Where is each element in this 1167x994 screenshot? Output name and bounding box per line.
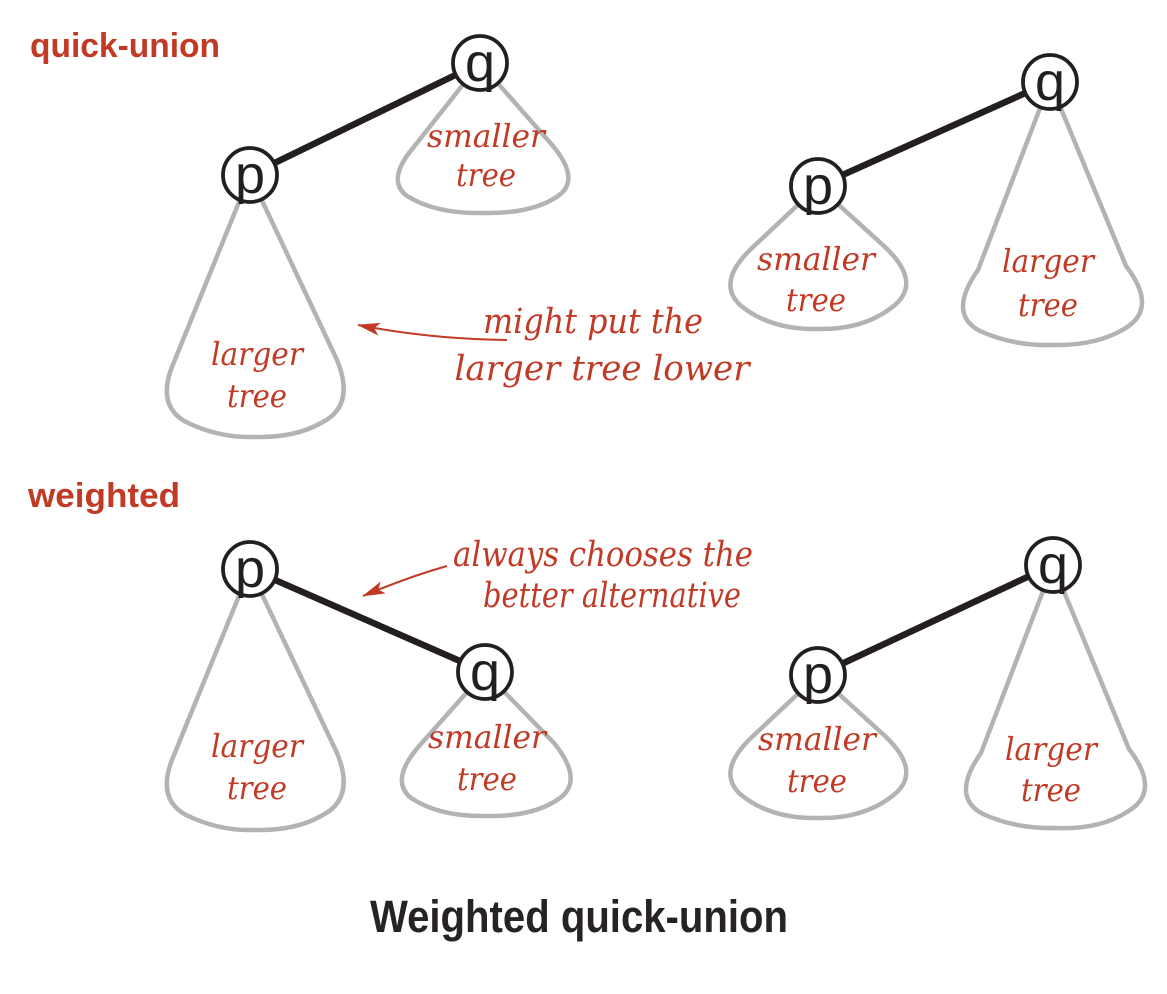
node-q-label: q bbox=[1035, 52, 1065, 112]
smaller-tree-label-line2: tree bbox=[457, 760, 517, 798]
node-q-label: q bbox=[1038, 535, 1068, 595]
weighted-result-left: p q larger tree smaller tree bbox=[164, 539, 573, 833]
node-q-label: q bbox=[465, 33, 495, 93]
quick-union-annotation-line2: larger tree lower bbox=[455, 349, 752, 389]
smaller-tree-label-line1: smaller bbox=[428, 718, 548, 756]
larger-tree-label-line2: tree bbox=[1018, 286, 1078, 324]
quick-union-annotation: might put the larger tree lower bbox=[357, 302, 752, 389]
smaller-tree-blob bbox=[395, 60, 571, 216]
edge-p-to-q bbox=[814, 561, 1057, 679]
smaller-tree-label-line2: tree bbox=[456, 156, 516, 194]
node-q-circle bbox=[451, 34, 509, 92]
larger-tree-blob bbox=[164, 566, 346, 833]
node-p-circle bbox=[221, 146, 279, 204]
node-p-circle bbox=[789, 157, 847, 215]
larger-tree-label-line1: larger bbox=[1002, 242, 1096, 280]
edge-p-to-q bbox=[814, 78, 1054, 190]
larger-tree-label-line1: larger bbox=[211, 727, 305, 765]
smaller-tree-label-line1: smaller bbox=[758, 720, 878, 758]
smaller-tree-blob bbox=[728, 183, 909, 332]
node-p-label: p bbox=[235, 539, 265, 599]
larger-tree-label-line1: larger bbox=[1005, 730, 1099, 768]
node-q-circle bbox=[1024, 536, 1082, 594]
smaller-tree-blob bbox=[399, 669, 573, 819]
smaller-tree-label-line2: tree bbox=[786, 281, 846, 319]
larger-tree-label-line2: tree bbox=[227, 377, 287, 415]
larger-tree-blob bbox=[963, 562, 1148, 831]
node-p-label: p bbox=[803, 156, 833, 216]
node-p-circle bbox=[789, 646, 847, 704]
node-q-circle bbox=[1021, 53, 1079, 111]
quick-union-result-left: p q smaller tree larger tree bbox=[164, 33, 571, 440]
smaller-tree-label-line1: smaller bbox=[757, 240, 877, 278]
weighted-annotation-line1: always chooses the bbox=[453, 535, 753, 575]
quick-union-result-right: p q smaller tree larger tree bbox=[728, 52, 1145, 348]
larger-tree-blob bbox=[164, 172, 346, 440]
quick-union-annotation-line1: might put the bbox=[483, 302, 703, 342]
node-p-label: p bbox=[803, 645, 833, 705]
larger-tree-blob bbox=[960, 79, 1145, 348]
weighted-result-right: p q smaller tree larger tree bbox=[728, 535, 1148, 831]
smaller-tree-label-line1: smaller bbox=[427, 117, 547, 155]
larger-tree-label-line2: tree bbox=[227, 769, 287, 807]
edge-p-to-q bbox=[246, 59, 484, 179]
annotation-arrow bbox=[362, 565, 448, 597]
quick-union-row: quick-union p q smaller tree larger tree… bbox=[30, 27, 1145, 440]
smaller-tree-blob bbox=[728, 672, 909, 821]
annotation-arrow bbox=[357, 322, 508, 341]
larger-tree-label-line1: larger bbox=[211, 335, 305, 373]
larger-tree-label-line2: tree bbox=[1021, 771, 1081, 809]
weighted-annotation: always chooses the better alternative bbox=[362, 535, 753, 616]
node-p-circle bbox=[221, 540, 279, 598]
node-q-label: q bbox=[470, 642, 500, 702]
weighted-section-label: weighted bbox=[27, 477, 180, 515]
weighted-row: weighted p q larger tree smaller tree al… bbox=[27, 477, 1148, 833]
node-p-label: p bbox=[235, 145, 265, 205]
quick-union-section-label: quick-union bbox=[30, 27, 220, 65]
node-q-circle bbox=[456, 643, 514, 701]
weighted-annotation-line2: better alternative bbox=[483, 576, 741, 616]
smaller-tree-label-line2: tree bbox=[787, 762, 847, 800]
figure-caption: Weighted quick-union bbox=[370, 891, 788, 942]
edge-q-to-p bbox=[246, 565, 489, 676]
